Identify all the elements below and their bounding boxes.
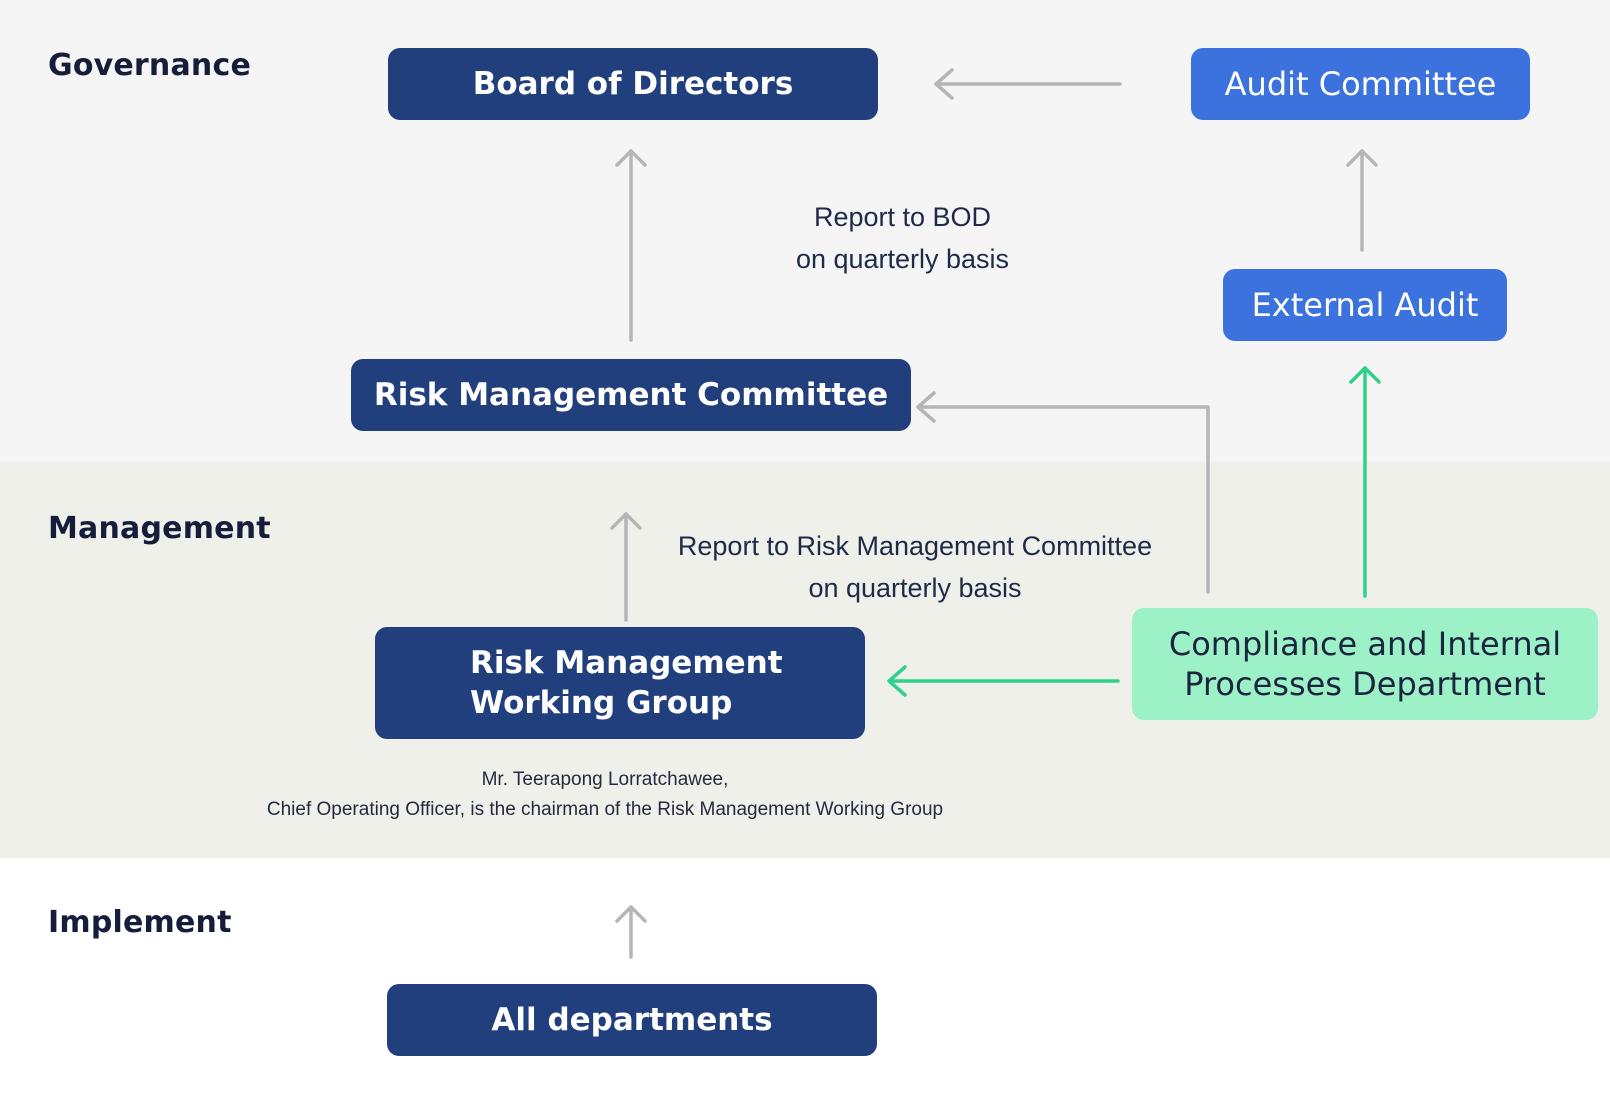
arrow-compliance-to-working-group — [887, 665, 1120, 697]
compliance-line-2: Processes Department — [1184, 665, 1546, 703]
section-label-implement: Implement — [48, 905, 232, 940]
risk-management-committee-box: Risk Management Committee — [351, 359, 911, 431]
compliance-department-box: Compliance and Internal Processes Depart… — [1132, 608, 1598, 720]
compliance-line-1: Compliance and Internal — [1168, 625, 1562, 663]
board-of-directors-box: Board of Directors — [388, 48, 878, 120]
arrow-working-group-to-rmc — [610, 512, 642, 622]
external-audit-box: External Audit — [1223, 269, 1507, 341]
report-to-rmc-note: Report to Risk Management Committee on q… — [660, 525, 1170, 609]
risk-management-working-group-box: Risk Management Working Group — [375, 627, 865, 739]
section-label-governance: Governance — [48, 48, 252, 83]
report-to-bod-line-1: Report to BOD — [813, 202, 992, 232]
arrow-compliance-to-rmc — [916, 391, 1210, 594]
report-to-rmc-line-1: Report to Risk Management Committee — [677, 531, 1153, 561]
implement-band — [0, 858, 1610, 1100]
arrow-external-to-audit — [1346, 149, 1378, 252]
arrow-rmc-to-board — [615, 149, 647, 342]
audit-committee-box: Audit Committee — [1191, 48, 1530, 120]
arrow-compliance-to-external-audit — [1349, 366, 1381, 598]
section-label-management: Management — [48, 511, 271, 546]
chairman-note-line-2: Chief Operating Officer, is the chairman… — [266, 799, 944, 820]
chairman-note-line-1: Mr. Teerapong Lorratchawee, — [481, 769, 729, 790]
report-to-rmc-line-2: on quarterly basis — [808, 573, 1022, 603]
working-group-line-1: Risk Management — [470, 645, 783, 681]
arrow-audit-to-board — [934, 68, 1122, 100]
report-to-bod-note: Report to BOD on quarterly basis — [720, 196, 1085, 280]
arrow-departments-to-working-group — [615, 905, 647, 959]
all-departments-box: All departments — [387, 984, 877, 1056]
chairman-note: Mr. Teerapong Lorratchawee, Chief Operat… — [235, 765, 975, 825]
report-to-bod-line-2: on quarterly basis — [795, 244, 1010, 274]
working-group-line-2: Working Group — [470, 685, 733, 721]
